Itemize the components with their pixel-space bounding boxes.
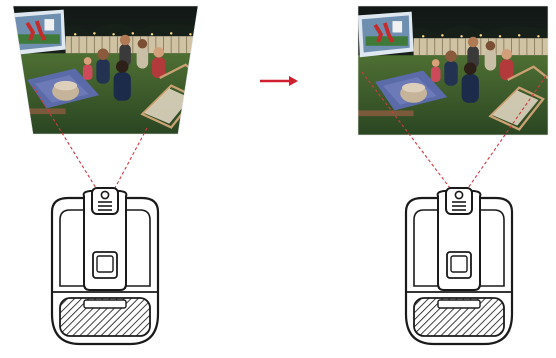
projector-icon — [406, 188, 512, 344]
after-panel — [356, 4, 548, 344]
projector-icon — [52, 188, 158, 344]
corrected-projection-image — [356, 4, 548, 137]
before-panel — [8, 2, 200, 344]
distorted-projection-image — [8, 2, 200, 135]
arrow-right-icon — [260, 76, 298, 86]
